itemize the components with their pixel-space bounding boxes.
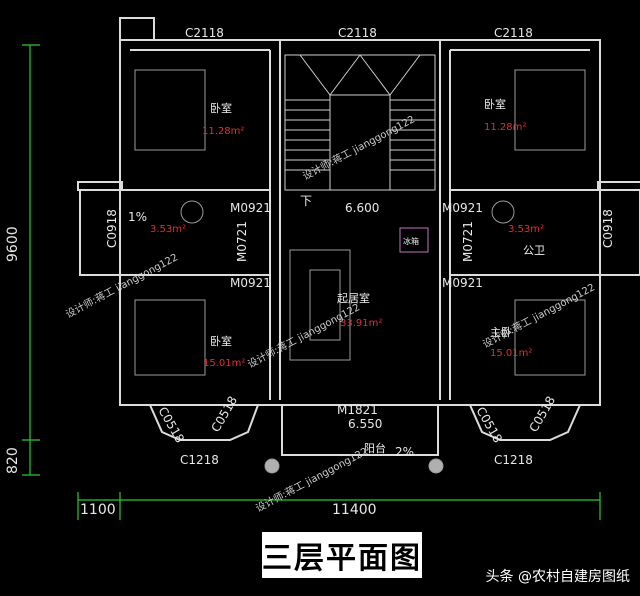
room-area-living: 33.91m² bbox=[340, 318, 382, 329]
dim-bottom-left: 1100 bbox=[80, 502, 116, 518]
dim-bottom-main: 11400 bbox=[332, 502, 377, 518]
dimension-lines bbox=[22, 44, 601, 520]
door-label-7: M1821 bbox=[337, 403, 378, 417]
room-name-bed-tr: 卧室 bbox=[484, 97, 506, 111]
floor-level: 6.600 bbox=[345, 201, 379, 215]
watermark: 设计师:蒋工 jianggong122 bbox=[300, 112, 417, 182]
room-area-bath-r: 3.53m² bbox=[508, 224, 544, 235]
room-name-bed-tl: 卧室 bbox=[210, 101, 232, 115]
room-name-master: 主卧 bbox=[490, 326, 512, 339]
appliance-label: 冰箱 bbox=[403, 236, 419, 246]
room-area-bed-tr: 11.28m² bbox=[484, 122, 526, 133]
dim-left-main: 9600 bbox=[5, 226, 21, 262]
window-label-bottom-right: C1218 bbox=[494, 453, 533, 467]
source-name: @农村自建房图纸 bbox=[518, 569, 630, 585]
balcony-slope: 2% bbox=[395, 445, 414, 459]
window-label-top-center: C2118 bbox=[338, 26, 377, 40]
window-label-top-right: C2118 bbox=[494, 26, 533, 40]
stair-down-label: 下 bbox=[300, 194, 312, 208]
bath-slope: 1% bbox=[128, 210, 147, 224]
room-name-bed-bl: 卧室 bbox=[210, 334, 232, 348]
door-label-1: M0921 bbox=[230, 201, 271, 215]
source-credit: 头条 @农村自建房图纸 bbox=[486, 566, 630, 586]
furniture bbox=[134, 69, 586, 474]
room-area-master: 15.01m² bbox=[490, 348, 532, 359]
room-area-bed-bl: 15.01m² bbox=[203, 358, 245, 369]
page-title: 三层平面图 bbox=[262, 532, 422, 578]
source-prefix: 头条 bbox=[485, 569, 514, 585]
window-label-bay-2: C0518 bbox=[208, 394, 240, 435]
window-label-side-left: C0918 bbox=[105, 209, 119, 248]
room-name-balcony: 阳台 bbox=[364, 441, 386, 455]
door-label-3: M0921 bbox=[442, 201, 483, 215]
stair bbox=[284, 54, 436, 191]
balcony-level: 6.550 bbox=[348, 417, 382, 431]
walls bbox=[77, 17, 640, 456]
window-label-bay-1: C0518 bbox=[155, 405, 187, 446]
window-label-bottom-left: C1218 bbox=[180, 453, 219, 467]
window-label-bay-4: C0518 bbox=[526, 394, 558, 435]
door-label-2: M0921 bbox=[230, 276, 271, 290]
watermark: 设计师:蒋工 jianggong122 bbox=[480, 280, 597, 350]
room-area-bath-l: 3.53m² bbox=[150, 224, 186, 235]
door-label-4: M0921 bbox=[442, 276, 483, 290]
window-label-side-right: C0918 bbox=[601, 209, 615, 248]
window-label-top-left: C2118 bbox=[185, 26, 224, 40]
room-area-bed-tl: 11.28m² bbox=[202, 126, 244, 137]
door-label-6: M0721 bbox=[461, 221, 475, 262]
dim-left-balcony: 820 bbox=[5, 447, 21, 474]
door-label-5: M0721 bbox=[235, 221, 249, 262]
room-name-bath-r: 公卫 bbox=[523, 244, 545, 257]
room-name-living: 起居室 bbox=[337, 291, 370, 305]
